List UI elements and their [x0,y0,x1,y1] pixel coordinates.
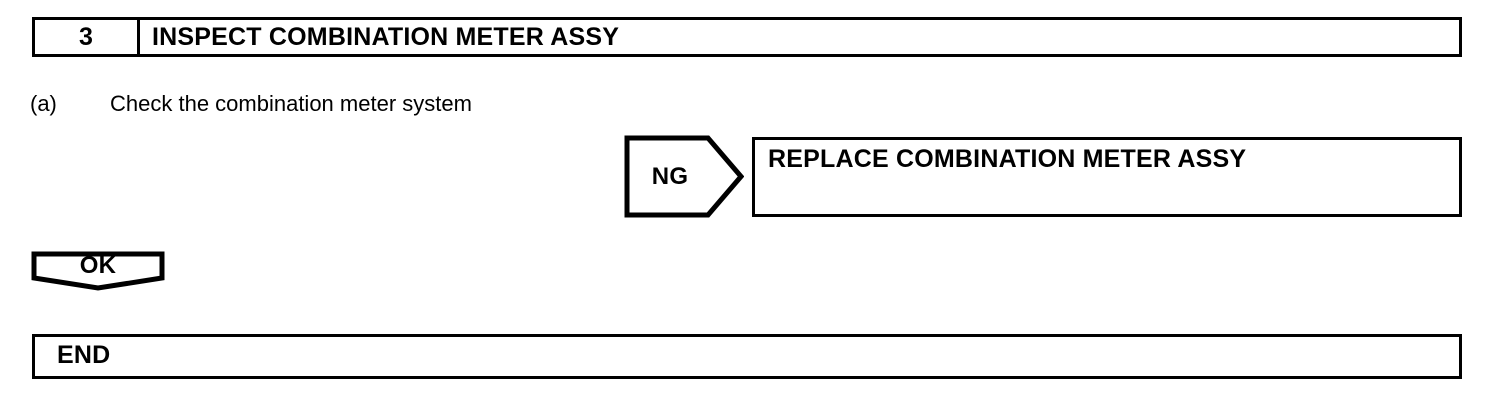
procedure-text: Check the combination meter system [110,91,472,116]
ng-result-box: REPLACE COMBINATION METER ASSY [752,137,1462,217]
step-number: 3 [79,22,93,51]
step-title-cell: INSPECT COMBINATION METER ASSY [140,20,1459,54]
procedure-step-a: (a) Check the combination meter system [30,90,472,119]
ok-branch-arrow: OK [31,251,165,291]
ng-result-label: REPLACE COMBINATION METER ASSY [768,145,1247,173]
ok-arrow-shape [31,251,165,291]
step-title: INSPECT COMBINATION METER ASSY [152,22,620,51]
end-box: END [32,334,1462,379]
ng-branch-arrow: NG [624,135,744,218]
end-label: END [57,341,111,369]
step-header-bar: 3 INSPECT COMBINATION METER ASSY [32,17,1462,57]
step-number-cell: 3 [35,20,140,54]
ng-arrow-shape [624,135,744,218]
procedure-marker: (a) [30,91,57,116]
